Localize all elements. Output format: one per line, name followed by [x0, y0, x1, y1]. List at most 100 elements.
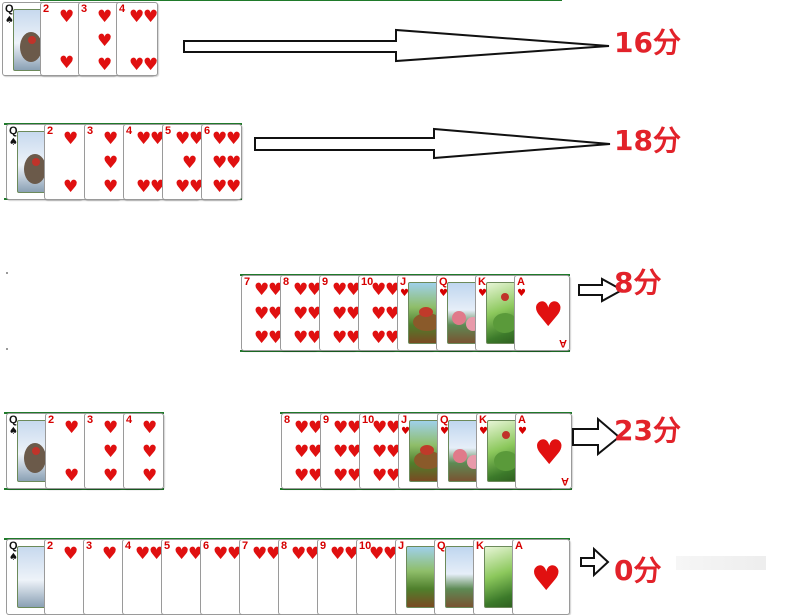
heart-icon: ♥ [346, 328, 362, 348]
card-rank: K [476, 540, 484, 552]
card-6-hearts[interactable]: 6 ♥ ♥ ♥ ♥ ♥ ♥ [201, 124, 242, 200]
card-rank: J [401, 414, 408, 426]
heart-icon: ♥ [307, 304, 323, 324]
heart-icon: ♥ [291, 544, 307, 564]
card-rank: 10 [362, 414, 375, 426]
heart-icon: ♥ [254, 280, 270, 300]
card-rank: 9 [320, 540, 327, 552]
heart-icon: ♥ [64, 418, 80, 438]
card-rank: 3 [81, 3, 88, 15]
heart-icon: ♥ [254, 328, 270, 348]
heart-icon: ♥ [226, 177, 242, 197]
heart-icon: ♥ [97, 31, 113, 51]
heart-icon: ♥ [533, 295, 564, 335]
heart-icon: ♥ [189, 129, 205, 149]
stray-mark [6, 272, 8, 274]
heart-icon: ♥ [347, 442, 363, 462]
arrow-right-icon [254, 127, 611, 160]
heart-icon: ♥ [333, 418, 349, 438]
card-rank: K [478, 276, 486, 288]
card-rank: K [479, 414, 487, 426]
card-rank: 4 [126, 414, 133, 426]
heart-icon: ♥ [383, 544, 399, 564]
card-4-hearts[interactable]: 4 ♥ ♥ ♥ [123, 413, 164, 489]
heart-icon: ♥ [143, 7, 158, 27]
heart-icon: ♥ [254, 304, 270, 324]
heart-icon: ♥ [386, 418, 402, 438]
heart-icon: ♥ [142, 466, 158, 486]
card-rank: 10 [361, 276, 374, 288]
card-rank: A [517, 276, 525, 288]
heart-icon: ♥ [294, 442, 310, 462]
card-ace-hearts[interactable]: A ♥ [512, 539, 570, 615]
heart-icon: ♥ [226, 129, 242, 149]
card-rank: 4 [119, 3, 126, 15]
card-rank: 8 [284, 414, 291, 426]
heart-icon: ♥ [136, 129, 152, 149]
heart-icon: ♥ [346, 280, 362, 300]
score-label: 8分 [614, 266, 662, 299]
arrow-right-icon [572, 416, 621, 457]
heart-icon: ♥ [212, 129, 228, 149]
heart-icon: ♥ [149, 544, 165, 564]
heart-icon: ♥ [189, 177, 205, 197]
card-rank: 8 [281, 540, 288, 552]
card-rank: 4 [125, 540, 132, 552]
heart-icon: ♥ [332, 328, 348, 348]
heart-icon: ♥ [142, 418, 158, 438]
spade-icon: ♠ [5, 15, 14, 26]
heart-icon: ♥ [150, 177, 166, 197]
card-rank: Q [437, 540, 446, 552]
heart-icon: ♥ [103, 466, 119, 486]
card-rank: Q [9, 540, 18, 552]
heart-icon: ♥ [347, 466, 363, 486]
heart-icon: ♥ [371, 304, 387, 324]
card-rank: 9 [322, 276, 329, 288]
heart-icon: ♥ [227, 544, 243, 564]
score-label: 23分 [614, 414, 681, 447]
heart-icon: ♥ [175, 129, 191, 149]
card-rank: J [398, 540, 405, 552]
heart-icon: ♥ [478, 288, 487, 299]
heart-icon: ♥ [174, 544, 190, 564]
heart-icon: ♥ [385, 280, 401, 300]
heart-icon: ♥ [143, 55, 158, 75]
arrow-right-icon [580, 546, 610, 578]
spade-icon: ♠ [9, 426, 18, 437]
heart-icon: ♥ [59, 53, 75, 73]
row3-bottom-border [240, 350, 570, 352]
heart-icon: ♥ [518, 426, 527, 437]
card-rank: Q [439, 276, 448, 288]
heart-icon: ♥ [226, 153, 242, 173]
heart-icon: ♥ [386, 442, 402, 462]
card-rank: 5 [165, 125, 172, 137]
heart-icon: ♥ [293, 328, 309, 348]
heart-icon: ♥ [175, 177, 191, 197]
heart-icon: ♥ [305, 544, 321, 564]
heart-icon: ♥ [372, 442, 388, 462]
card-rank: 2 [47, 125, 54, 137]
card-4-hearts[interactable]: 4 ♥ ♥ ♥ ♥ [116, 2, 158, 76]
card-rank: 8 [283, 276, 290, 288]
heart-icon: ♥ [294, 418, 310, 438]
card-rank: 2 [47, 540, 54, 552]
card-rank: 3 [87, 125, 94, 137]
heart-icon: ♥ [371, 328, 387, 348]
heart-icon: ♥ [308, 466, 324, 486]
heart-icon: ♥ [386, 466, 402, 486]
heart-icon: ♥ [333, 466, 349, 486]
heart-icon: ♥ [64, 466, 80, 486]
heart-icon: ♥ [534, 433, 565, 473]
heart-icon: ♥ [332, 304, 348, 324]
heart-icon: ♥ [344, 544, 360, 564]
spade-icon: ♠ [9, 137, 18, 148]
row1-top-border [40, 0, 562, 1]
card-rank: Q [440, 414, 449, 426]
stray-mark [6, 348, 8, 350]
card-ace-hearts[interactable]: A ♥ ♥ A [514, 275, 570, 351]
score-label: 16分 [614, 26, 681, 59]
heart-icon: ♥ [213, 544, 229, 564]
card-rank: Q [9, 125, 18, 137]
card-ace-hearts[interactable]: A ♥ ♥ A [515, 413, 572, 489]
heart-icon: ♥ [400, 288, 409, 299]
